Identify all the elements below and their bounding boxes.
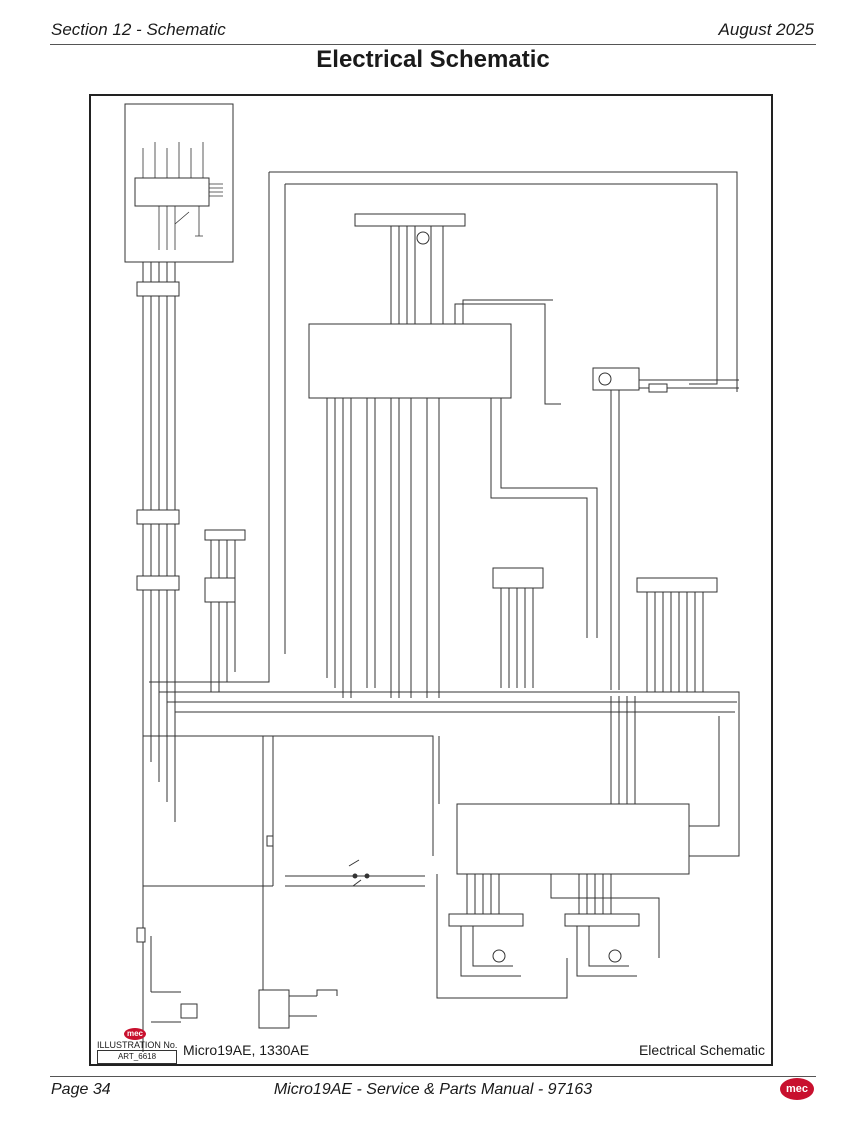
schematic-frame: mec ILLUSTRATION No. ART_6618 Micro19AE,… [89,94,773,1066]
main-controller-box [308,213,598,698]
lower-controller-box [436,696,740,999]
illustration-label: ILLUSTRATION No. [97,1040,178,1050]
page-title: Electrical Schematic [316,46,550,73]
figure-caption: Electrical Schematic [638,1042,765,1058]
right-motor [592,367,739,690]
middle-connector [204,529,246,692]
art-number: ART_6618 [97,1050,177,1064]
key-switch [285,859,425,887]
platform-control-box [124,103,234,263]
illustration-logo: mec [124,1028,146,1040]
header-rule [50,44,816,45]
date-header: August 2025 [718,20,814,39]
schematic-drawing [124,103,740,1052]
right-connector-strip [636,577,718,692]
model-label: Micro19AE, 1330AE [183,1042,310,1058]
main-wiring [143,171,740,856]
left-wire-bundle [136,262,180,1052]
page-number: Page 34 [51,1081,111,1098]
relay-connector [492,567,544,688]
section-header: Section 12 - Schematic [51,20,226,39]
charger-area [136,736,338,1029]
brand-logo: mec [780,1078,814,1100]
manual-title: Micro19AE - Service & Parts Manual - 971… [273,1081,593,1098]
footer-rule [50,1076,816,1077]
